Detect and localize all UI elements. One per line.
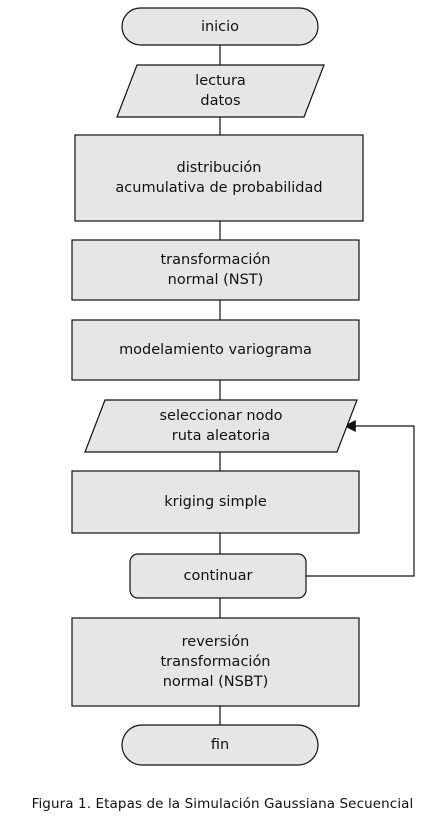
- node-seleccionar-shape: [84, 399, 358, 453]
- node-fin-label: fin: [210, 737, 230, 753]
- connector-loop-continuar-to-seleccionar: [306, 420, 415, 577]
- node-inicio-label: inicio: [200, 18, 240, 35]
- figure-caption: Figura 1. Etapas de la Simulación Gaussi…: [31, 796, 414, 812]
- node-kriging-label: kriging simple: [164, 494, 267, 510]
- node-transformacion-label: transformación normal (NST): [160, 252, 271, 288]
- node-kriging-shape: [71, 470, 360, 534]
- node-fin-shape: [121, 724, 319, 766]
- node-distribucion-label: distribución acumulativa de probabilidad: [115, 160, 323, 196]
- flowchart-shapes: [71, 7, 415, 766]
- node-inicio-shape: [121, 7, 319, 46]
- node-lectura-label: lectura datos: [195, 73, 246, 109]
- node-continuar-label: continuar: [183, 568, 253, 584]
- node-seleccionar-label: seleccionar nodo ruta aleatoria: [159, 408, 283, 444]
- node-continuar-shape: [129, 553, 307, 599]
- node-transformacion-shape: [71, 239, 360, 301]
- node-modelamiento-shape: [71, 319, 360, 381]
- node-lectura-shape: [116, 64, 325, 118]
- node-reversion-shape: [71, 617, 360, 707]
- node-modelamiento-label: modelamiento variograma: [119, 342, 312, 358]
- node-reversion-label: reversión transformación normal (NSBT): [160, 634, 271, 690]
- node-distribucion-shape: [74, 134, 364, 222]
- flowchart: inicio lectura datos distribución acumulat…: [71, 7, 415, 766]
